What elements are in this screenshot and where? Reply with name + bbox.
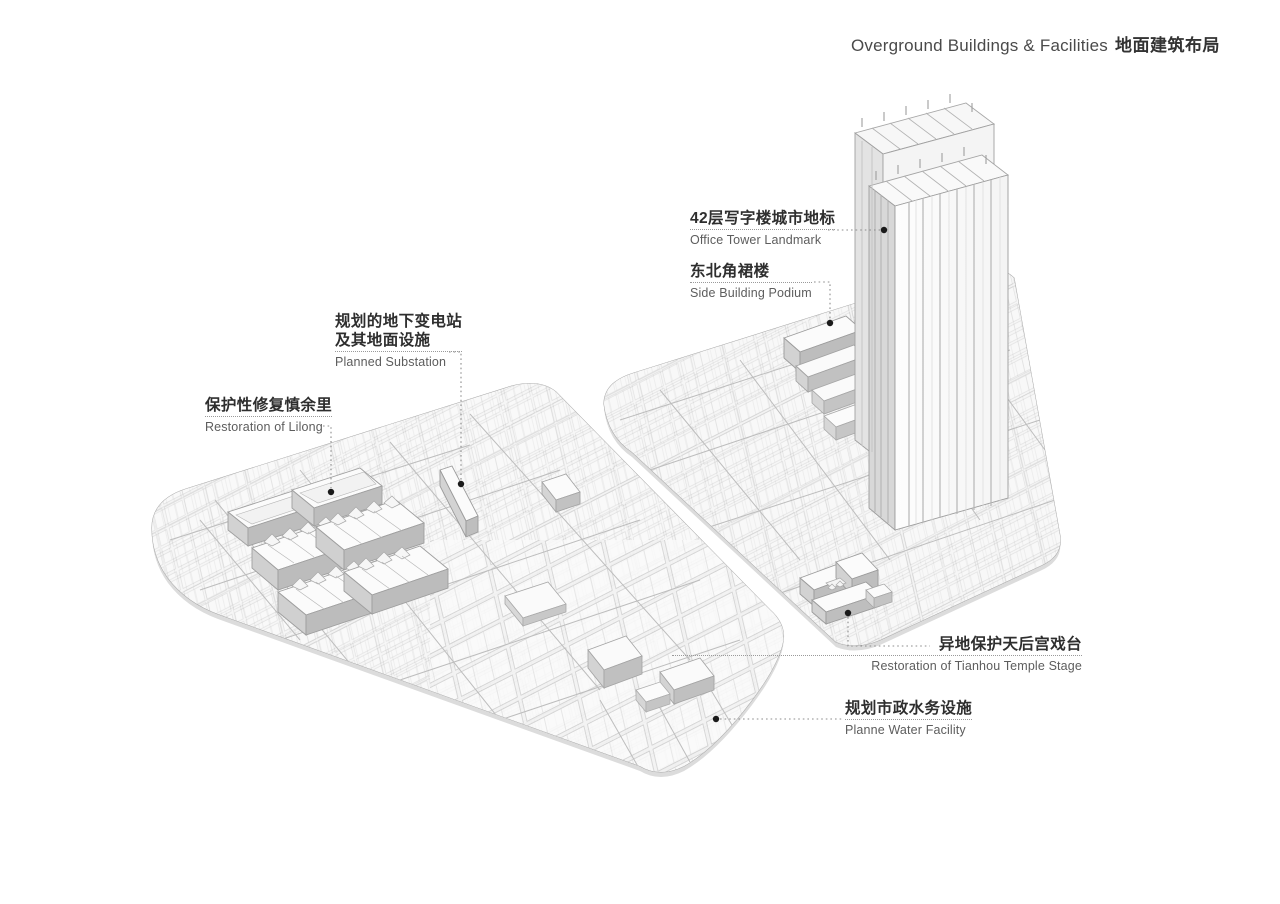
annotation-label-en: Planne Water Facility — [845, 723, 966, 737]
annotation-restoration-of-lilong: 保护性修复慎余里 Restoration of Lilong — [205, 396, 333, 435]
annotation-label-en: Planned Substation — [335, 355, 447, 369]
page-title-english: Overground Buildings & Facilities — [851, 36, 1108, 55]
tianhou-temple-stage — [799, 552, 893, 625]
annotation-office-tower-landmark: 42层写字楼城市地标 Office Tower Landmark — [690, 209, 836, 248]
annotation-rule — [335, 351, 463, 352]
annotation-rule — [845, 719, 973, 720]
leader-dot-office-tower — [880, 226, 888, 234]
substation-ground-facility — [541, 473, 581, 514]
lilong-housing-blocks — [227, 467, 449, 636]
leader-dot-substation — [457, 480, 465, 488]
annotation-label-en: Side Building Podium — [690, 286, 812, 300]
lilong-bar-north-2 — [291, 467, 383, 527]
page-title-chinese: 地面建筑布局 — [1115, 36, 1220, 55]
annotation-label-cn: 规划市政水务设施 — [845, 700, 973, 717]
leader-dot-podium — [826, 319, 834, 327]
annotation-rule — [690, 229, 836, 230]
annotation-label-en: Restoration of Tianhou Temple Stage — [871, 659, 1082, 673]
planned-substation-building — [439, 465, 479, 538]
annotation-label-cn: 东北角裙楼 — [690, 263, 770, 280]
annotation-label-cn-line1: 规划的地下变电站 — [335, 313, 463, 330]
lilong-cluster-d — [343, 545, 449, 615]
water-facility-building — [659, 657, 715, 706]
annotation-rule — [205, 416, 333, 417]
leader-dot-lilong — [327, 488, 335, 496]
leader-dots — [327, 226, 888, 723]
office-tower-landmark — [853, 94, 1009, 531]
annotation-label-cn: 保护性修复慎余里 — [205, 397, 333, 414]
annotation-planned-substation: 规划的地下变电站 及其地面设施 Planned Substation — [335, 312, 463, 370]
leader-dot-water-facility — [712, 715, 720, 723]
annotation-rule — [690, 282, 812, 283]
annotation-label-en: Office Tower Landmark — [690, 233, 822, 247]
annotation-label-cn: 42层写字楼城市地标 — [690, 210, 836, 227]
leader-lines — [323, 229, 930, 720]
annotation-label-cn-line2: 及其地面设施 — [335, 332, 431, 349]
annotation-side-building-podium: 东北角裙楼 Side Building Podium — [690, 262, 812, 301]
leader-dot-temple-stage — [844, 609, 852, 617]
lilong-cluster-b — [315, 495, 425, 571]
annotation-rule — [672, 655, 1082, 656]
annotation-label-en: Restoration of Lilong — [205, 420, 323, 434]
left-plate-misc-buildings — [504, 581, 715, 714]
annotation-tianhou-temple-stage: 异地保护天后宫戏台 Restoration of Tianhou Temple … — [672, 635, 1082, 674]
annotation-planne-water-facility: 规划市政水务设施 Planne Water Facility — [845, 699, 973, 738]
annotation-label-cn: 异地保护天后宫戏台 — [938, 636, 1082, 653]
page-title: Overground Buildings & Facilities 地面建筑布局 — [851, 31, 1220, 56]
